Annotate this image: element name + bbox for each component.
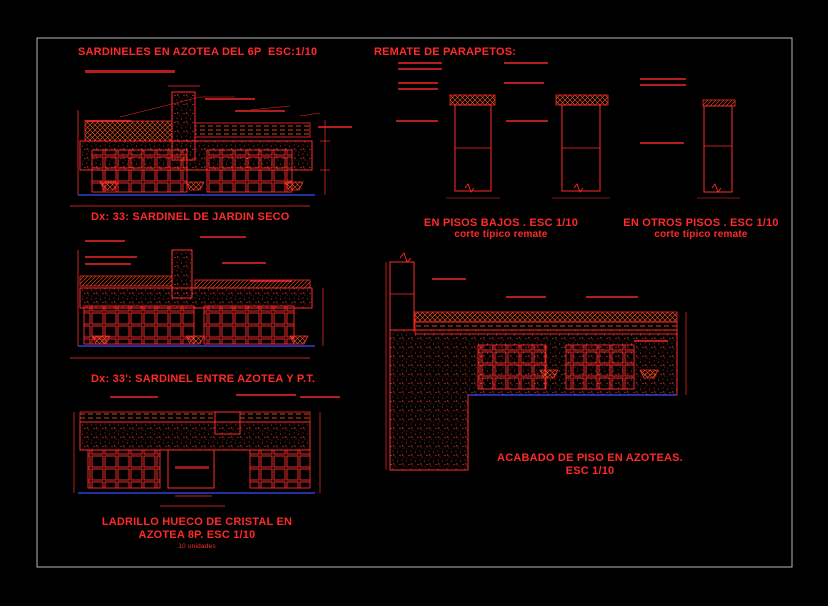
title-otros-pisos-sub: corte típico remate xyxy=(654,229,748,240)
title-acabado-piso: ACABADO DE PISO EN AZOTEAS. xyxy=(497,452,683,464)
title-sardinel-jardin-seco: Dx: 33: SARDINEL DE JARDIN SECO xyxy=(91,211,290,223)
drawing-frame xyxy=(36,37,793,568)
detail-sardineles xyxy=(70,70,352,207)
title-ladrillo-hueco-2: AZOTEA 8P. ESC 1/10 xyxy=(138,529,256,541)
detail-jardin-seco xyxy=(70,236,324,359)
title-sardinel-entre-azotea: Dx: 33': SARDINEL ENTRE AZOTEA Y P.T. xyxy=(91,373,316,385)
detail-remate-parapetos xyxy=(396,62,740,199)
title-ladrillo-note: 10 unidades xyxy=(178,543,216,550)
title-pisos-bajos: EN PISOS BAJOS . ESC 1/10 xyxy=(423,217,579,229)
detail-entre-azotea xyxy=(73,394,340,507)
title-ladrillo-hueco-1: LADRILLO HUECO DE CRISTAL EN xyxy=(101,516,293,528)
title-pisos-bajos-sub: corte típico remate xyxy=(454,229,548,240)
title-otros-pisos: EN OTROS PISOS . ESC 1/10 xyxy=(623,217,779,229)
detail-acabado-piso xyxy=(385,252,687,471)
title-acabado-piso-scale: ESC 1/10 xyxy=(565,465,615,477)
title-sardineles: SARDINELES EN AZOTEA DEL 6P xyxy=(78,46,262,58)
title-sardineles-scale: ESC:1/10 xyxy=(268,46,318,58)
title-remate-parapetos: REMATE DE PARAPETOS: xyxy=(374,46,517,58)
